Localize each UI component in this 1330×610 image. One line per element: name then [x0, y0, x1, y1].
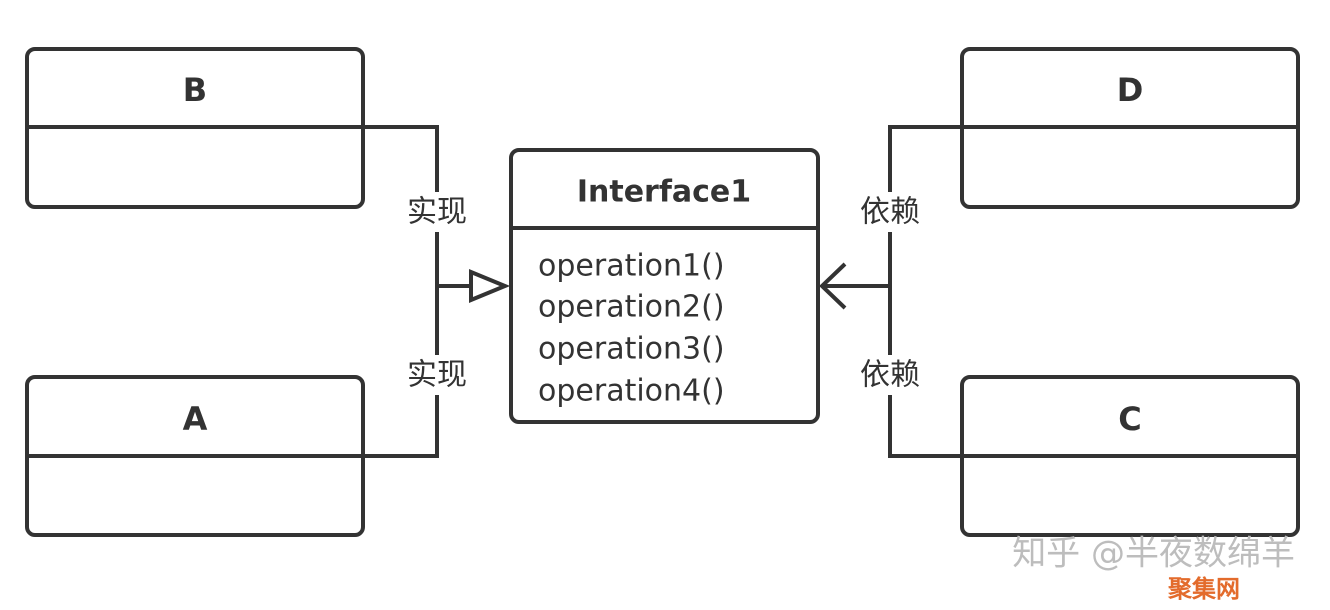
class-d-name: D	[1117, 71, 1144, 109]
watermark-text: 知乎 @半夜数绵羊	[1012, 534, 1295, 574]
realize-top-label: 实现	[407, 195, 467, 230]
realize-bottom-label-bg	[400, 355, 474, 395]
depend-top-label: 依赖	[860, 195, 920, 230]
class-c: C	[960, 375, 1300, 537]
depend-bottom-label-bg	[853, 355, 927, 395]
open-arrowhead-icon	[819, 262, 847, 310]
realize-bottom-label: 实现	[407, 358, 467, 393]
class-d: D	[960, 47, 1300, 209]
class-b: B	[25, 47, 365, 209]
operation-1: operation1()	[538, 249, 725, 284]
class-c-name: C	[1118, 400, 1141, 438]
dependency-line	[888, 125, 962, 458]
operation-3: operation3()	[538, 332, 725, 367]
class-a-name: A	[183, 400, 208, 438]
interface-box: Interface1 operation1() operation2() ope…	[509, 148, 820, 424]
watermark-sub-text: 聚集网	[1167, 575, 1240, 603]
realize-top-label-bg	[400, 192, 474, 232]
interface-name: Interface1	[577, 175, 751, 210]
realization-line	[363, 125, 439, 458]
operation-4: operation4()	[538, 374, 725, 409]
class-a: A	[25, 375, 365, 537]
depend-bottom-label: 依赖	[860, 358, 920, 393]
realization-connector: 实现 实现	[363, 125, 511, 458]
hollow-triangle-arrowhead-icon	[469, 269, 511, 303]
dependency-connector: 依赖 依赖	[819, 125, 962, 458]
class-b-name: B	[183, 71, 207, 109]
interface-outline	[509, 148, 820, 424]
depend-top-label-bg	[853, 192, 927, 232]
watermark: 知乎 @半夜数绵羊 聚集网	[1012, 534, 1295, 604]
operation-2: operation2()	[538, 290, 725, 325]
